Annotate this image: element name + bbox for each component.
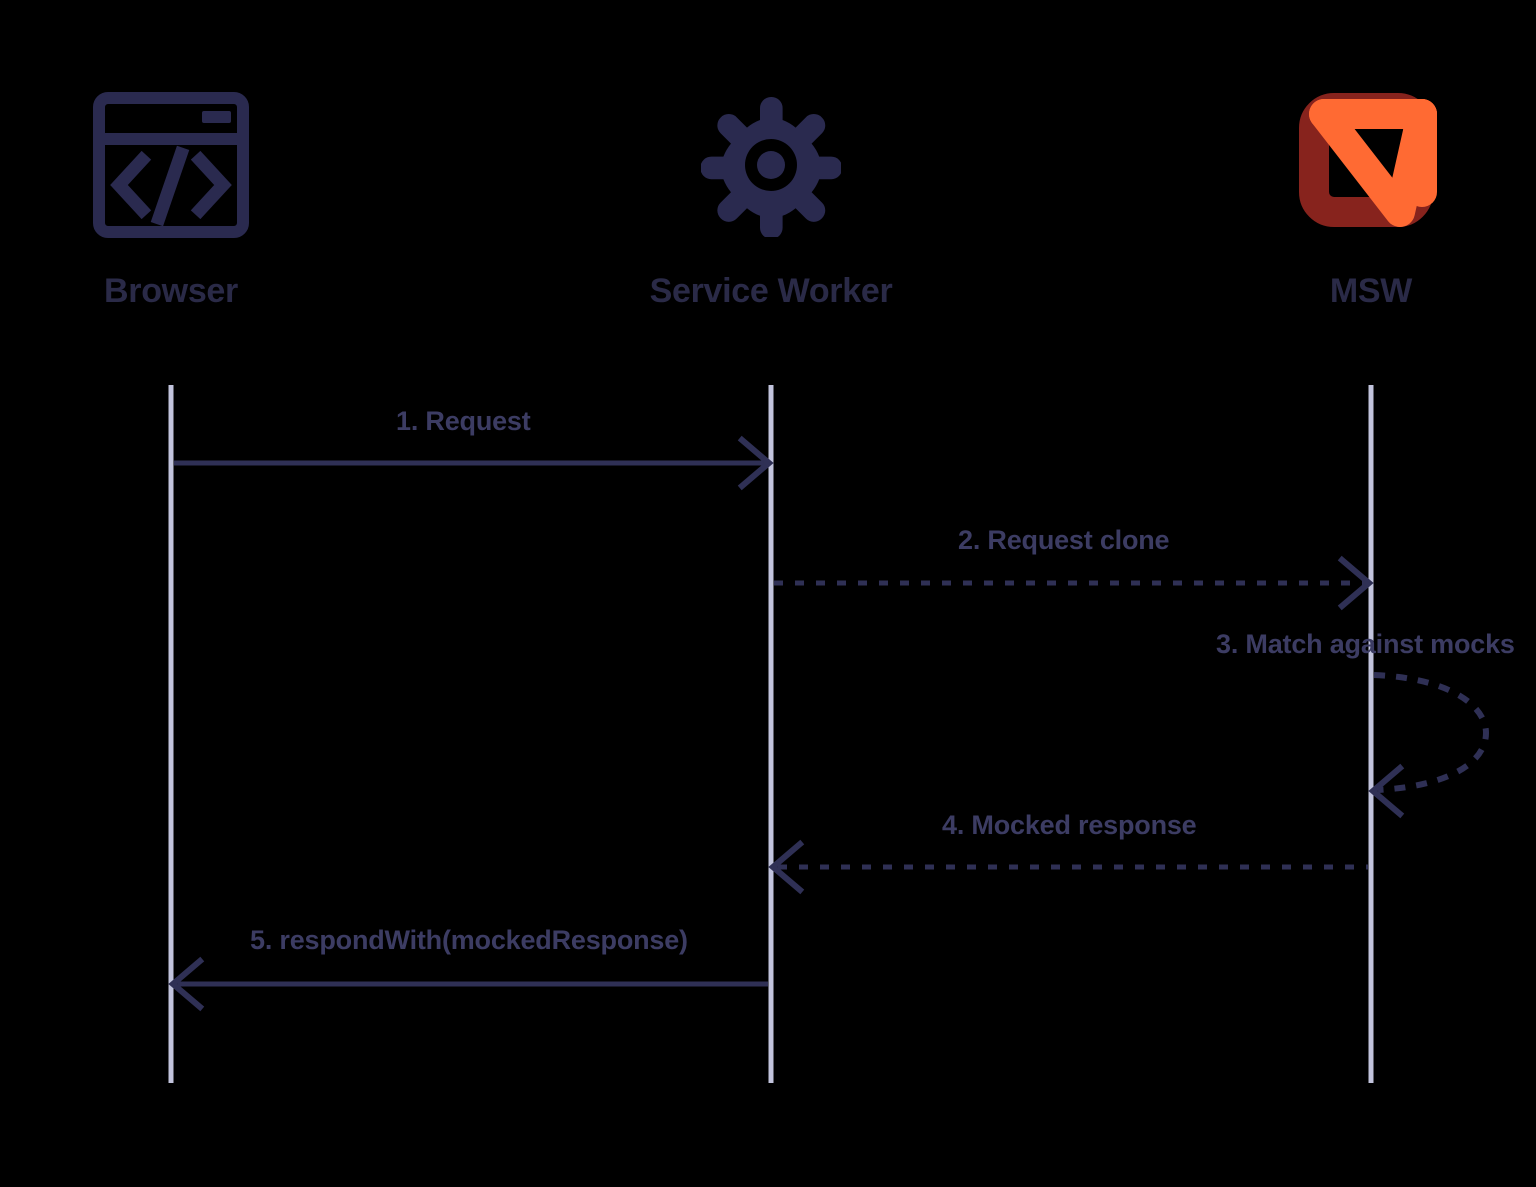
msw-logo-icon [1221, 80, 1521, 250]
participant-browser: Browser [21, 80, 321, 311]
message-label-2: 2. Request clone [958, 525, 1170, 555]
message-arrow-5 [168, 956, 768, 1012]
message-arrow-2 [774, 555, 1374, 611]
message-label-3: 3. Match against mocks [1216, 629, 1515, 659]
participant-msw: MSW [1221, 80, 1521, 311]
message-arrow-1 [174, 435, 774, 491]
participant-service-worker: Service Worker [621, 80, 921, 311]
message-arrow-4 [768, 839, 1368, 895]
participant-label-service-worker: Service Worker [649, 272, 893, 310]
message-label-5: 5. respondWith(mockedResponse) [250, 925, 688, 955]
message-arrow-3-self-loop [1368, 672, 1490, 819]
participant-label-msw: MSW [1329, 272, 1413, 310]
participant-label-browser: Browser [104, 272, 238, 310]
gear-icon [621, 80, 921, 250]
code-window-icon [21, 80, 321, 250]
message-label-4: 4. Mocked response [942, 810, 1197, 840]
message-label-1: 1. Request [396, 406, 531, 436]
